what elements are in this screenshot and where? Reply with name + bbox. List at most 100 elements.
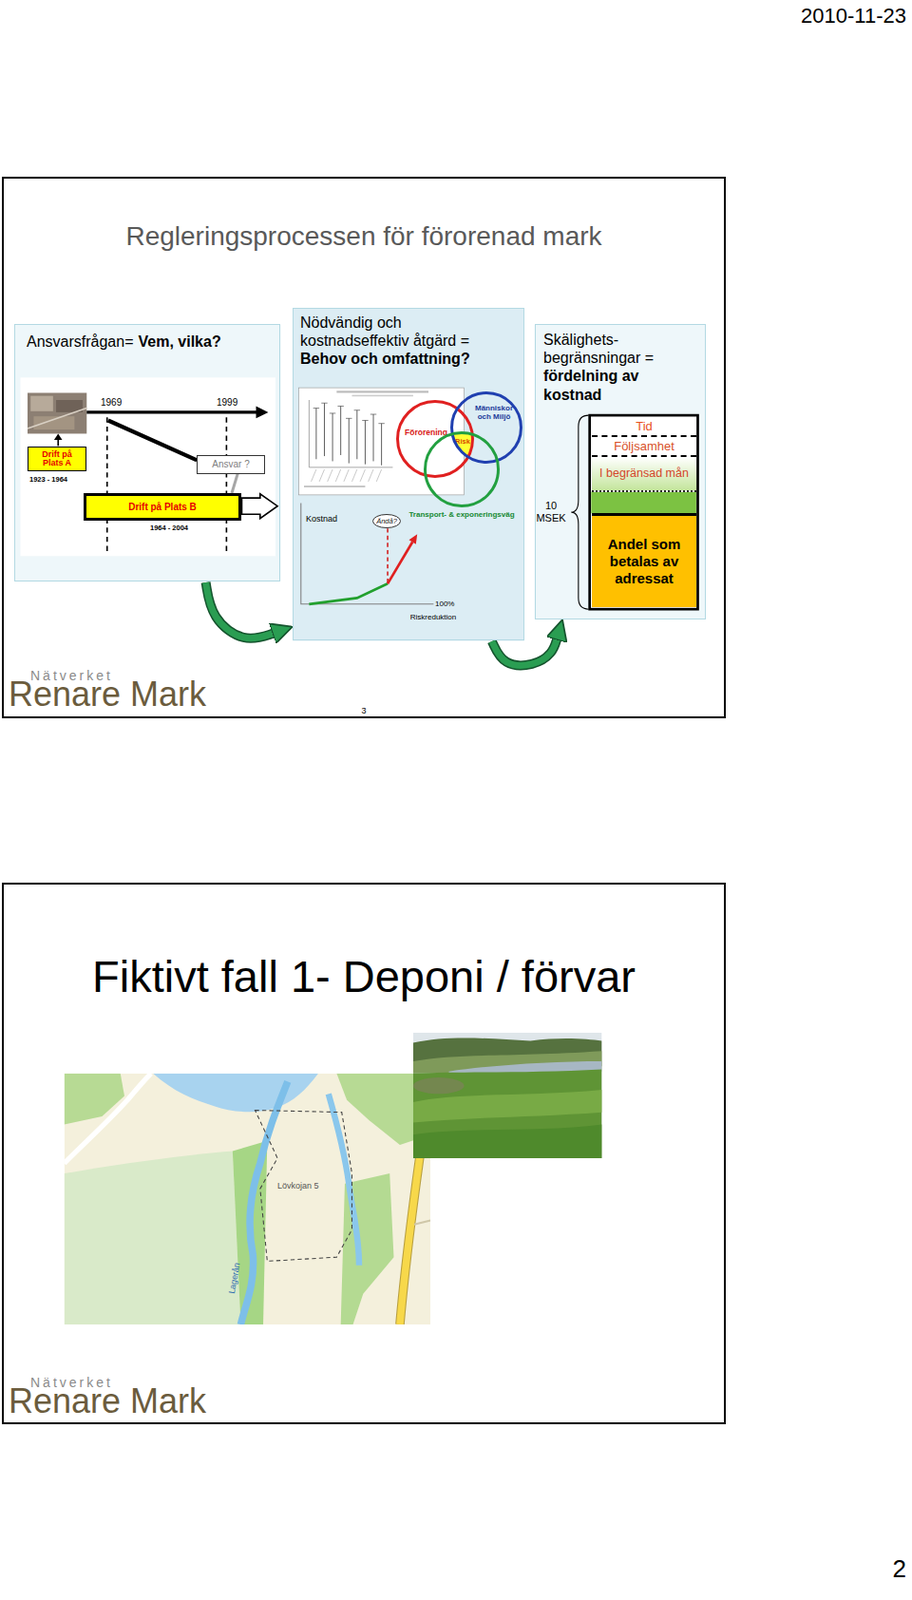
timeline-figure (33, 416, 75, 430)
site-map (64, 1073, 432, 1325)
slide-frame: Fiktivt fall 1- Deponi / förvar (1, 882, 726, 1425)
process-box: Drift på Plats B (83, 493, 242, 521)
timeline-figure (106, 417, 109, 551)
timeline-figure (256, 405, 269, 418)
landscape-photo (413, 1124, 603, 1159)
cost-band: Andel som betalas av adressat (591, 513, 697, 608)
cost-column (570, 415, 698, 609)
chart-thumbnail (351, 395, 413, 398)
venn-circle-outline (396, 399, 475, 478)
cost-curve (408, 533, 418, 545)
text-slot: Andel som betalas av adressat (591, 515, 697, 608)
text-slot: Förorening (401, 427, 451, 437)
amount-label: 10 MSEK (533, 499, 569, 524)
text-slot: Regleringsprocessen för förorenad mark (3, 220, 724, 253)
timeline-figure (19, 377, 275, 556)
landscape-photo (413, 1032, 603, 1159)
node-text: Tid (635, 418, 653, 435)
label-slot: 100% (435, 599, 464, 609)
site-map (414, 1219, 431, 1224)
node-text: Förorening (401, 427, 451, 437)
text-slot: Skälighets- begränsningar =fördelning av… (543, 330, 677, 404)
arrow-casing (206, 474, 558, 666)
venn-circle-outline (450, 391, 523, 464)
venn-circle: Förorening (396, 399, 475, 478)
label-slot: Kostnad (305, 513, 354, 525)
node-text: Transport- & exponeringsväg (402, 510, 521, 520)
intersection-fill (398, 401, 474, 477)
text-slot: Nödvändig och kostnadseffektiv åtgärd =B… (300, 313, 495, 369)
label-slot: 2 (855, 1554, 907, 1584)
callout-oval: Ändå? (372, 513, 401, 529)
text-slot: Drift på Plats A (28, 447, 86, 471)
cost-curve (386, 528, 389, 584)
timeline-figure (86, 410, 257, 414)
panel-fill (534, 324, 706, 620)
node-text: Behov och omfattning? (300, 349, 495, 368)
label-slot: 1923 - 1964 (29, 475, 87, 484)
site-map (240, 1081, 287, 1325)
circle-outline (425, 433, 499, 507)
question-box: Ansvar ? (196, 455, 266, 475)
panel: Förorening Människor och MiljöTransport- … (292, 307, 525, 641)
text-slot: Transport- & exponeringsväg (402, 510, 521, 520)
label-slot: 3 (354, 705, 374, 717)
cost-curve (387, 541, 413, 584)
label-slot: Lövkojan 5 (277, 1180, 335, 1192)
text-slot: Följsamhet (591, 437, 697, 456)
text-slot: Drift på Plats B (86, 495, 239, 518)
chart-thumbnail (316, 402, 382, 466)
node-text: Fiktivt fall 1- Deponi / förvar (3, 950, 724, 1003)
timeline-figure (27, 392, 87, 434)
label-slot: Riskreduktion (389, 612, 477, 623)
text-slot: I begränsad mån (591, 456, 697, 491)
panel: Drift på Plats A Ansvar ? Drift på Plats B… (14, 323, 281, 582)
label-slot: Renare Mark (8, 1384, 247, 1419)
label-slot: Lagerån (225, 1254, 244, 1303)
timeline-figure (54, 433, 63, 439)
axis-label: Kostnad (305, 513, 354, 525)
intersection-fill (398, 401, 474, 477)
timeline-figure (30, 396, 54, 412)
map-label: Lagerån (225, 1254, 244, 1303)
node-text: fördelning av kostnad (543, 366, 677, 403)
circle-outline (452, 393, 522, 463)
page-number: 2 (855, 1554, 907, 1584)
timeline-figure (57, 439, 59, 446)
chart-thumbnail (304, 485, 365, 488)
flow-arrow (492, 637, 558, 665)
text-slot: Fiktivt fall 1- Deponi / förvar (3, 950, 724, 1003)
timeline-figure (226, 417, 228, 551)
chart-thumbnail (308, 466, 393, 468)
text-slot: Ändå? (372, 513, 401, 529)
landscape-photo (413, 1077, 465, 1094)
period-label: 1923 - 1964 (29, 475, 87, 484)
connectors (206, 474, 558, 666)
timeline-figure (19, 377, 278, 556)
arrow-casing (206, 582, 275, 639)
landscape-photo (413, 1032, 603, 1159)
site-map (152, 1073, 319, 1112)
date-label: 2010-11-23 (750, 3, 907, 29)
node-text: Regleringsprocessen för förorenad mark (3, 220, 724, 253)
node-text: Nödvändig och kostnadseffektiv åtgärd = (300, 313, 495, 350)
text-slot: Ansvar ? (197, 456, 265, 474)
node-text: Vem, vilka? (138, 333, 222, 350)
venn-circle-outline (423, 431, 500, 508)
label-slot: Renare Mark (8, 677, 247, 712)
text-slot: Människor och Miljö (474, 404, 514, 422)
chart-thumbnail (313, 402, 385, 423)
flow-arrow (206, 582, 275, 639)
node-text: Skälighets- begränsningar = (543, 330, 677, 367)
node-text: Drift på Plats A (31, 450, 83, 469)
label-slot: 1964 - 2004 (133, 523, 206, 532)
landscape-photo (413, 1089, 603, 1122)
text-slot: Tid (591, 417, 697, 436)
circle-outline (398, 401, 474, 477)
label-slot: 2010-11-23 (750, 3, 907, 29)
label-slot: 1999 (216, 397, 246, 409)
venn-circle: Människor och Miljö (450, 391, 523, 464)
period-label: 1964 - 2004 (133, 523, 206, 532)
panel-fill (14, 324, 281, 583)
logo-text: Renare Mark (8, 1384, 247, 1419)
